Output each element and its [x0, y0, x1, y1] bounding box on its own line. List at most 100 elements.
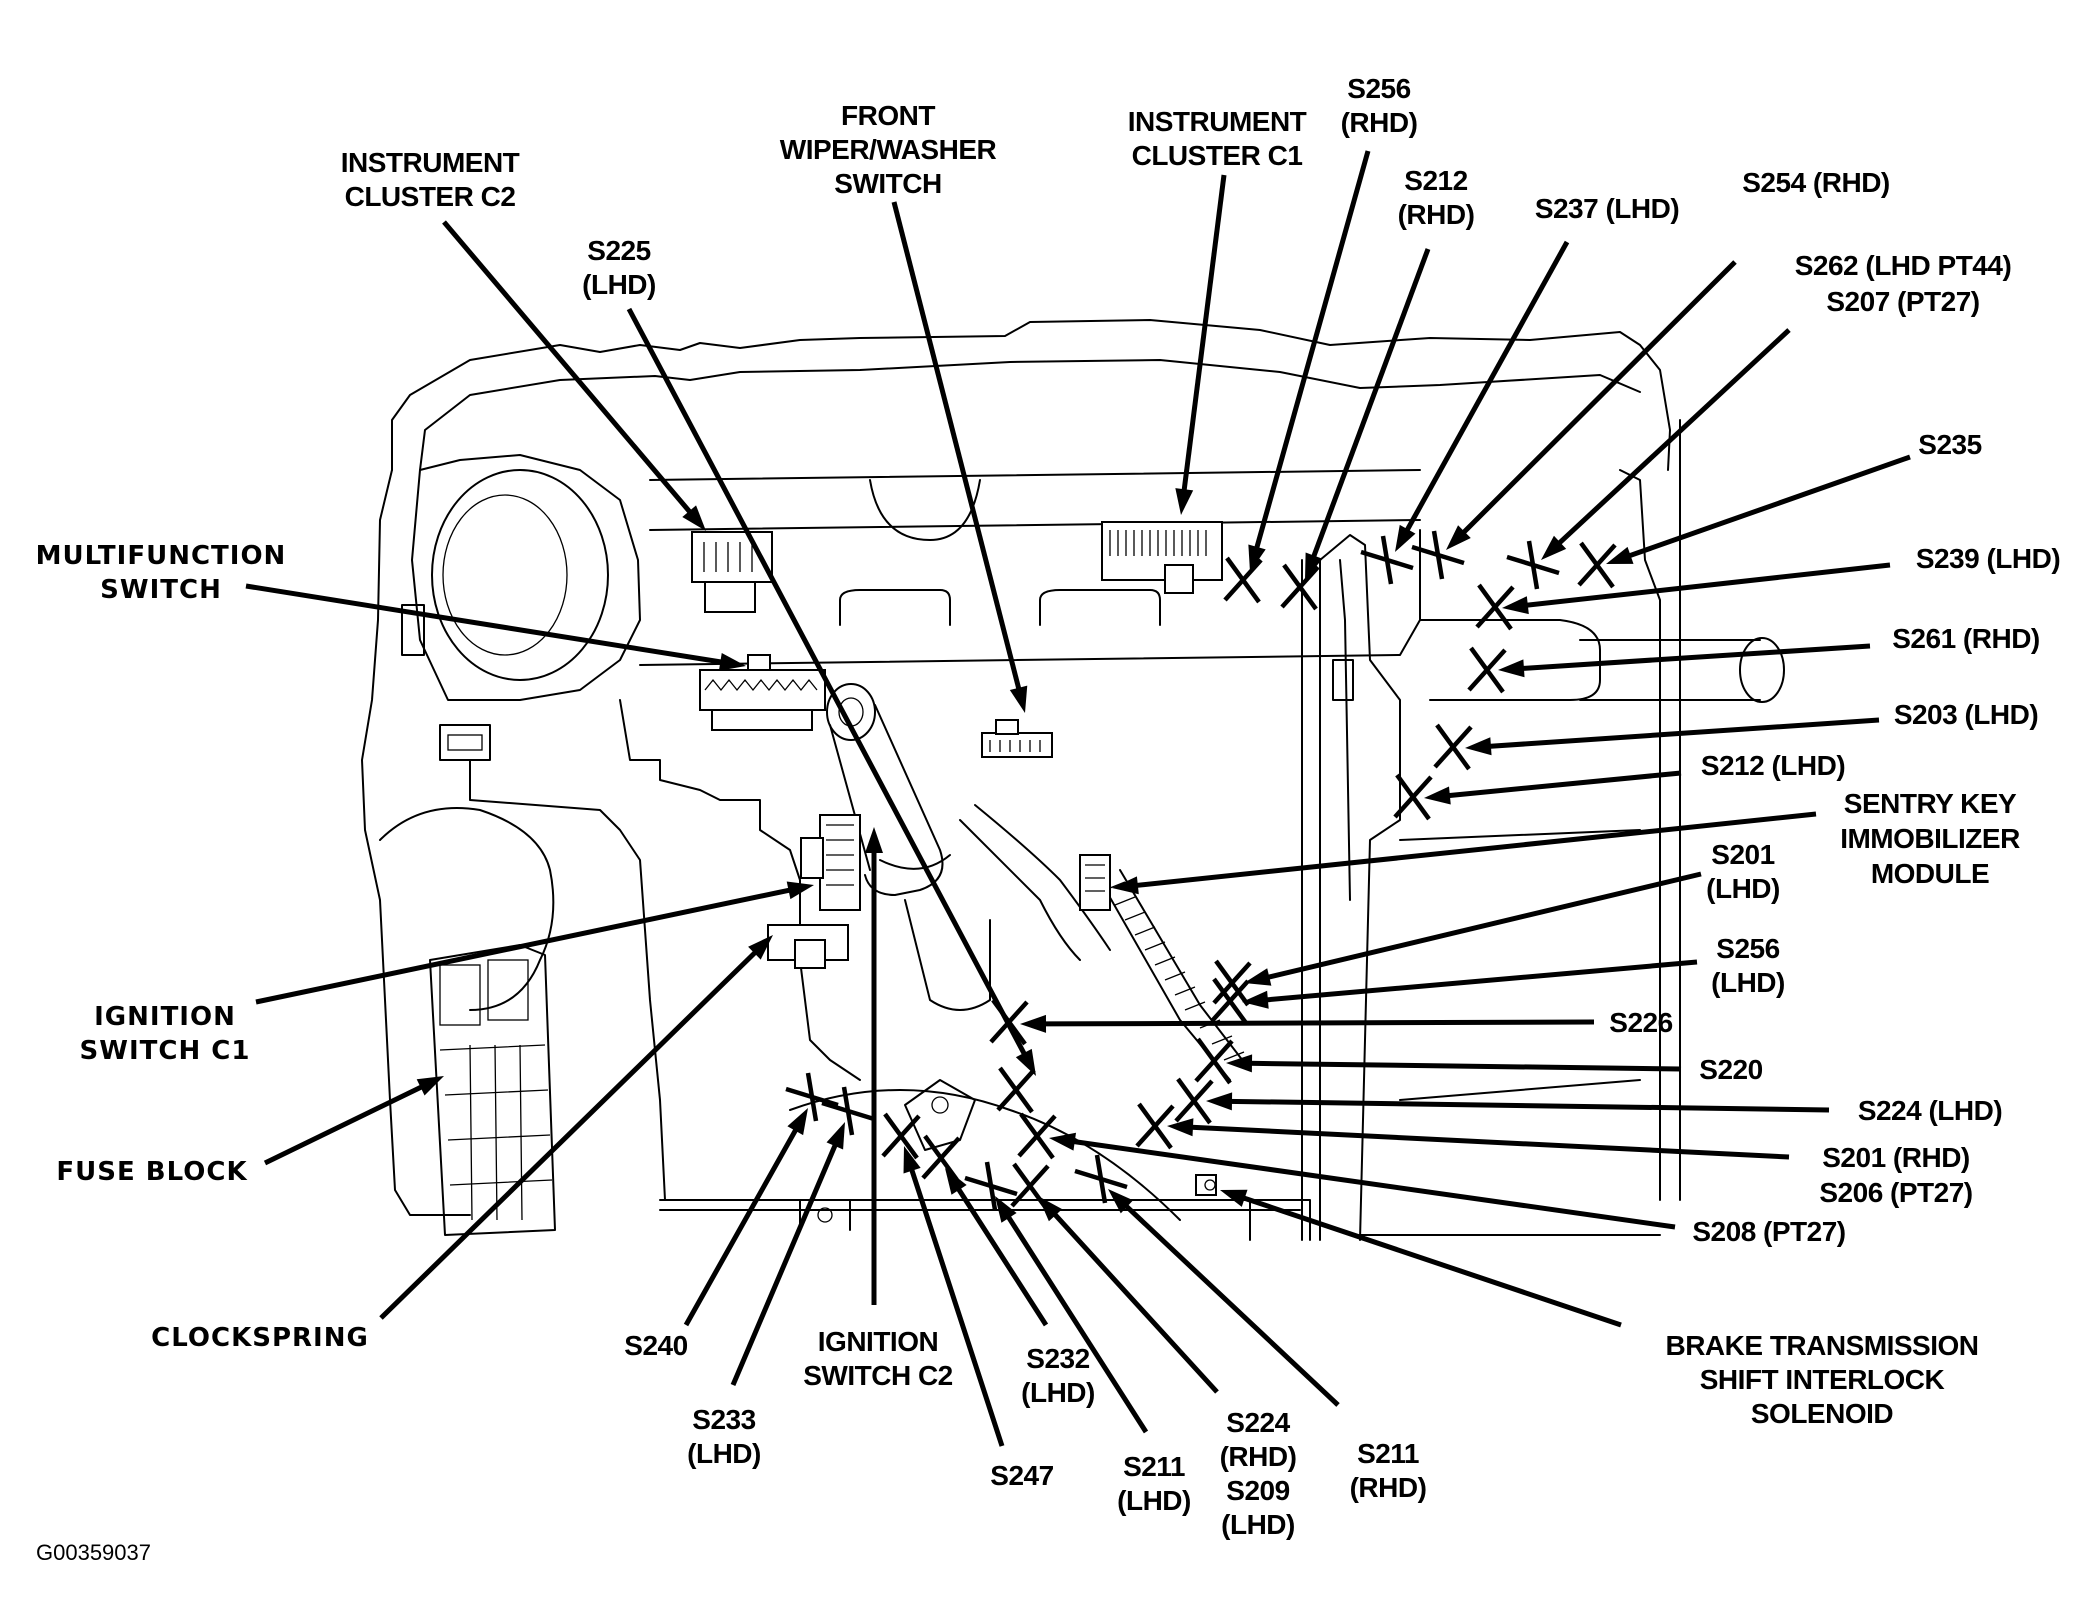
- right-end-panel: [1619, 419, 1681, 1201]
- instrument-cluster-c2-connector: [691, 531, 773, 613]
- leader-s256-lhd: [1263, 959, 1698, 1003]
- label-line: S240: [624, 1330, 687, 1361]
- splice-mark-s235: [1577, 541, 1617, 589]
- leader-lines: [245, 150, 1911, 1447]
- ignition-switch-connectors: [767, 814, 861, 969]
- arrowhead-s225-lhd: [1015, 1048, 1036, 1076]
- arrowhead-instrument-cluster-c1: [1175, 488, 1194, 515]
- arrowhead-s220: [1226, 1054, 1253, 1073]
- leader-s247: [908, 1166, 1005, 1447]
- label-s224-lhd: S224 (LHD): [1858, 1095, 2002, 1126]
- splice-mark-s201-rhd-s206: [1135, 1102, 1175, 1150]
- label-line: S247: [990, 1460, 1053, 1491]
- label-s237-lhd: S237 (LHD): [1535, 193, 1679, 224]
- arrowhead-s254-rhd: [1446, 525, 1471, 550]
- arrowhead-s256-rhd: [1248, 544, 1266, 572]
- leader-s225-lhd: [626, 307, 1028, 1058]
- leader-s201-lhd: [1264, 871, 1702, 981]
- splice-mark-s201-lhd: [1212, 959, 1252, 1007]
- cross-beam-top: [649, 469, 1421, 531]
- label-line: S239 (LHD): [1916, 543, 2060, 574]
- leader-s233-lhd: [730, 1141, 839, 1386]
- label-line: CLOCKSPRING: [151, 1323, 369, 1353]
- label-line: (LHD): [1711, 967, 1785, 998]
- steering-column: [826, 683, 991, 1011]
- label-line: SWITCH: [834, 168, 941, 199]
- arrowhead-fuse-block: [416, 1076, 444, 1096]
- label-line: IGNITION: [94, 1002, 236, 1032]
- label-clockspring: CLOCKSPRING: [151, 1323, 369, 1353]
- label-line: FUSE BLOCK: [56, 1157, 247, 1187]
- label-line: S233: [692, 1404, 755, 1435]
- arrowhead-s233-lhd: [826, 1122, 845, 1150]
- leader-s235: [1625, 454, 1911, 560]
- leader-s254-rhd: [1459, 260, 1737, 537]
- panel-top-outline: [391, 319, 1671, 471]
- leader-s226: [1041, 1019, 1595, 1027]
- instrument-cluster-c1-connector: [1101, 521, 1223, 594]
- left-clip: [439, 724, 491, 761]
- leader-s256-rhd: [1253, 150, 1371, 552]
- splice-mark-s220: [1194, 1037, 1234, 1085]
- label-s247: S247: [990, 1460, 1053, 1491]
- label-line: WIPER/WASHER: [780, 134, 997, 165]
- label-line: S211: [1123, 1451, 1185, 1482]
- arrowhead-s239-lhd: [1502, 596, 1529, 615]
- left-end-cap: [361, 469, 471, 1216]
- front-wiper-washer-switch-connector: [981, 719, 1053, 758]
- splice-mark-s262-s207: [1506, 540, 1560, 590]
- label-line: IGNITION: [818, 1326, 938, 1357]
- label-line: S226: [1609, 1007, 1672, 1038]
- leader-s262-s207: [1555, 328, 1791, 547]
- arrowhead-front-wiper-washer-switch: [1009, 685, 1028, 713]
- label-s235: S235: [1918, 429, 1981, 460]
- leader-s212-rhd: [1310, 248, 1431, 561]
- label-s225-lhd: S225(LHD): [582, 235, 656, 300]
- label-line: INSTRUMENT: [1128, 106, 1307, 137]
- left-duct: [379, 807, 555, 1011]
- leader-s232-lhd: [954, 1185, 1049, 1327]
- label-line: CLUSTER C2: [345, 181, 516, 212]
- leader-s201-rhd-s206: [1188, 1124, 1790, 1160]
- label-line: (RHD): [1350, 1472, 1427, 1503]
- harness-bundle-center: [959, 804, 1111, 961]
- label-s208-pt27: S208 (PT27): [1692, 1216, 1845, 1247]
- label-s201-rhd-s206: S201 (RHD)S206 (PT27): [1819, 1142, 1972, 1208]
- leader-fuse-block: [263, 1083, 426, 1166]
- left-vent-inner: [442, 494, 568, 656]
- label-line: S212: [1404, 165, 1467, 196]
- sentry-key-immobilizer-module-part: [1079, 854, 1111, 911]
- label-s256-lhd: S256(LHD): [1711, 933, 1785, 998]
- left-tab: [401, 604, 425, 656]
- arrowhead-s211-rhd: [1108, 1189, 1134, 1214]
- left-vent: [431, 469, 609, 681]
- leader-s261-rhd: [1519, 643, 1871, 672]
- label-line: S262 (LHD PT44): [1795, 250, 2012, 281]
- label-line: SENTRY KEY: [1844, 788, 2017, 819]
- arrowhead-s201-rhd-s206: [1167, 1118, 1194, 1137]
- leader-instrument-cluster-c2: [442, 220, 694, 516]
- right-tube-end: [1739, 637, 1785, 703]
- splice-mark-s225-lhd: [996, 1066, 1036, 1114]
- label-line: S211: [1357, 1438, 1419, 1469]
- left-vent-housing: [411, 454, 641, 701]
- label-s261-rhd: S261 (RHD): [1892, 623, 2039, 654]
- arrowhead-s224-lhd: [1206, 1092, 1233, 1111]
- splice-mark-s233-lhd: [821, 1086, 875, 1136]
- arrowhead-s232-lhd: [945, 1168, 967, 1195]
- leader-s224-lhd: [1227, 1098, 1830, 1113]
- label-line: SWITCH C1: [80, 1036, 251, 1066]
- label-s212-rhd: S212(RHD): [1398, 165, 1475, 230]
- arrowhead-s240: [787, 1108, 808, 1136]
- label-line: INSTRUMENT: [341, 147, 520, 178]
- knee-panel-outline: [619, 699, 861, 1081]
- label-s254-rhd: S254 (RHD): [1742, 167, 1889, 198]
- label-s232-lhd: S232(LHD): [1021, 1343, 1095, 1408]
- arrowhead-instrument-cluster-c2: [682, 505, 706, 531]
- label-line: (RHD): [1398, 199, 1475, 230]
